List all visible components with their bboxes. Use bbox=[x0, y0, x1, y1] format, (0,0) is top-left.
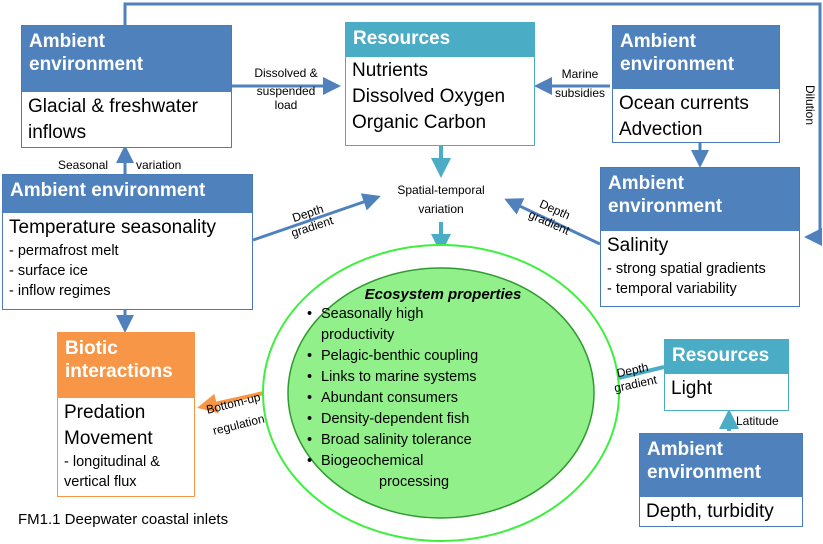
temperature-bullet-1: - permafrost melt bbox=[9, 243, 119, 259]
spatial-temporal-label: Spatial-temporal variation bbox=[397, 183, 485, 216]
temperature-header: Ambient environment bbox=[3, 175, 252, 213]
glacial-line-2: inflows bbox=[28, 122, 87, 143]
biotic-line-predation: Predation bbox=[64, 402, 146, 423]
light-main: Light bbox=[671, 378, 713, 399]
resources-line-oxygen: Dissolved Oxygen bbox=[352, 86, 506, 107]
ocean-header: Ambient environment bbox=[613, 26, 779, 89]
resources-header: Resources bbox=[346, 23, 534, 57]
resources-box: Resources Nutrients Dissolved Oxygen Org… bbox=[345, 22, 535, 146]
salinity-main: Salinity bbox=[607, 235, 669, 256]
glacial-line-1: Glacial & freshwater bbox=[28, 96, 199, 117]
ocean-currents-box: Ambient environment Ocean currents Advec… bbox=[612, 25, 780, 143]
ecosystem-properties: Ecosystem properties Seasonally highprod… bbox=[307, 286, 579, 510]
temperature-main: Temperature seasonality bbox=[9, 217, 216, 238]
depth-turbidity-box: Ambient environment Depth, turbidity bbox=[639, 433, 803, 527]
light-box: Resources Light bbox=[664, 339, 789, 411]
temperature-box: Ambient environment Temperature seasonal… bbox=[2, 174, 253, 310]
variation-label: variation bbox=[136, 158, 182, 172]
eco-item: Broad salinity tolerance bbox=[307, 430, 579, 451]
resources-line-nutrients: Nutrients bbox=[352, 60, 429, 81]
eco-item: Links to marine systems bbox=[307, 367, 579, 388]
temperature-bullet-3: - inflow regimes bbox=[9, 283, 111, 299]
biotic-interactions-box: Biotic interactions Predation Movement -… bbox=[57, 332, 195, 497]
biotic-line-movement: Movement bbox=[64, 428, 153, 449]
dissolved-load-label: Dissolved & suspended load bbox=[254, 66, 318, 112]
resources-line-carbon: Organic Carbon bbox=[352, 112, 487, 133]
depth-header: Ambient environment bbox=[640, 434, 802, 497]
glacial-header: Ambient environment bbox=[22, 26, 231, 92]
latitude-label: Latitude bbox=[736, 414, 779, 428]
ocean-line-2: Advection bbox=[619, 119, 703, 140]
dilution-arrow bbox=[123, 2, 822, 246]
eco-item: Abundant consumers bbox=[307, 388, 579, 409]
eco-item: Density-dependent fish bbox=[307, 409, 579, 430]
biotic-bullet-2: vertical flux bbox=[64, 474, 137, 490]
marine-subsidies-label: Marine subsidies bbox=[554, 67, 606, 100]
dilution-label: Dilution bbox=[803, 84, 817, 126]
salinity-box: Ambient environment Salinity - strong sp… bbox=[600, 167, 800, 307]
glacial-inflows-box: Ambient environment Glacial & freshwater… bbox=[21, 25, 232, 148]
depth-gradient-right-arrow bbox=[504, 198, 601, 246]
salinity-header: Ambient environment bbox=[601, 168, 799, 231]
seasonal-label: Seasonal bbox=[58, 158, 109, 172]
light-header: Resources bbox=[665, 340, 788, 374]
biotic-bullet-1: - longitudinal & bbox=[64, 454, 160, 470]
ecosystem-title: Ecosystem properties bbox=[364, 286, 522, 303]
salinity-bullet-2: - temporal variability bbox=[607, 281, 737, 297]
salinity-bullet-1: - strong spatial gradients bbox=[607, 261, 766, 277]
ocean-line-1: Ocean currents bbox=[619, 93, 749, 114]
depth-gradient-left-arrow bbox=[252, 193, 381, 242]
depth-main: Depth, turbidity bbox=[646, 501, 774, 522]
biotic-header: Biotic interactions bbox=[58, 333, 194, 398]
figure-caption: FM1.1 Deepwater coastal inlets bbox=[18, 511, 229, 528]
eco-item: Pelagic-benthic coupling bbox=[307, 346, 579, 367]
temperature-bullet-2: - surface ice bbox=[9, 263, 88, 279]
